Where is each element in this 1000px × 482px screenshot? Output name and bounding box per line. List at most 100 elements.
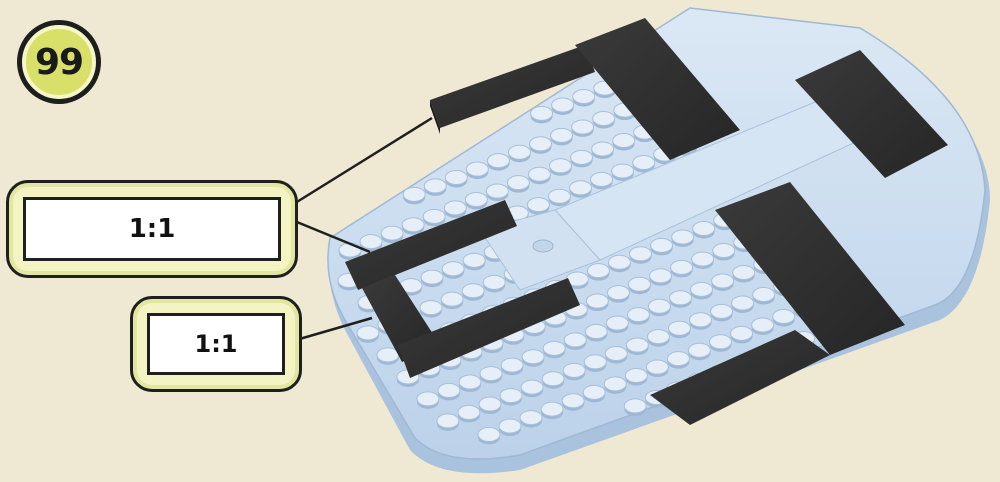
- stud: [607, 286, 629, 300]
- stud: [691, 282, 713, 296]
- stud: [480, 367, 502, 381]
- stud: [402, 218, 424, 232]
- stud: [710, 335, 732, 349]
- stud: [731, 326, 753, 340]
- stud: [713, 244, 735, 258]
- stud: [424, 179, 446, 193]
- stud: [486, 184, 508, 198]
- stud: [690, 313, 712, 327]
- stud: [564, 333, 586, 347]
- stud: [586, 294, 608, 308]
- stud: [592, 142, 614, 156]
- stud: [520, 411, 542, 425]
- stud: [487, 154, 509, 168]
- stud: [591, 172, 613, 186]
- stud: [507, 176, 529, 190]
- stud: [668, 321, 690, 335]
- stud: [671, 260, 693, 274]
- stud: [527, 198, 549, 212]
- stud: [630, 247, 652, 261]
- stud: [612, 164, 634, 178]
- stud: [573, 90, 595, 104]
- stud: [605, 346, 627, 360]
- stud: [499, 419, 521, 433]
- stud: [459, 375, 481, 389]
- stud: [437, 414, 459, 428]
- stud: [417, 392, 439, 406]
- stud: [478, 427, 500, 441]
- stud: [508, 145, 530, 159]
- stud: [442, 262, 464, 276]
- stud: [613, 134, 635, 148]
- stud: [587, 264, 609, 278]
- stud: [357, 326, 379, 340]
- stud: [670, 291, 692, 305]
- stud: [420, 301, 442, 315]
- stud: [541, 402, 563, 416]
- stud: [572, 120, 594, 134]
- stud: [570, 181, 592, 195]
- stud: [593, 112, 615, 126]
- stud: [444, 201, 466, 215]
- stud: [650, 269, 672, 283]
- callout-scale-1: 1:1: [6, 180, 298, 278]
- stud: [648, 299, 670, 313]
- stud: [647, 330, 669, 344]
- callout-label: 1:1: [147, 313, 285, 375]
- stud: [628, 277, 650, 291]
- stud: [585, 324, 607, 338]
- stud: [752, 318, 774, 332]
- stud: [712, 274, 734, 288]
- stud: [501, 358, 523, 372]
- stud: [550, 159, 572, 173]
- stud: [360, 235, 382, 249]
- stud: [458, 405, 480, 419]
- stud: [445, 170, 467, 184]
- stud: [521, 380, 543, 394]
- stud: [552, 98, 574, 112]
- stud: [438, 383, 460, 397]
- stud: [753, 288, 775, 302]
- stud: [403, 187, 425, 201]
- stud: [732, 296, 754, 310]
- callout-scale-2: 1:1: [130, 296, 302, 392]
- stud: [693, 222, 715, 236]
- stud: [548, 189, 570, 203]
- stud: [500, 389, 522, 403]
- stud: [571, 150, 593, 164]
- stud: [584, 355, 606, 369]
- stud: [483, 275, 505, 289]
- stud: [543, 341, 565, 355]
- stud: [627, 308, 649, 322]
- stud: [542, 372, 564, 386]
- stud: [688, 343, 710, 357]
- stud: [625, 368, 647, 382]
- stud: [421, 270, 443, 284]
- stud: [563, 363, 585, 377]
- stud: [530, 137, 552, 151]
- stud: [633, 156, 655, 170]
- stud: [651, 238, 673, 252]
- stud: [773, 310, 795, 324]
- stud: [423, 209, 445, 223]
- stud: [672, 230, 694, 244]
- stud: [381, 226, 403, 240]
- stud: [624, 399, 646, 413]
- stud: [551, 128, 573, 142]
- stud: [479, 397, 501, 411]
- stud: [441, 292, 463, 306]
- stud: [531, 106, 553, 120]
- stud: [733, 266, 755, 280]
- stud: [608, 255, 630, 269]
- stud: [604, 377, 626, 391]
- stud: [583, 385, 605, 399]
- stud: [667, 352, 689, 366]
- stud: [528, 167, 550, 181]
- stud: [692, 252, 714, 266]
- stud: [522, 350, 544, 364]
- callout-label: 1:1: [23, 197, 281, 261]
- step-number: 99: [12, 22, 106, 102]
- stud: [466, 162, 488, 176]
- stud: [465, 192, 487, 206]
- stud: [646, 360, 668, 374]
